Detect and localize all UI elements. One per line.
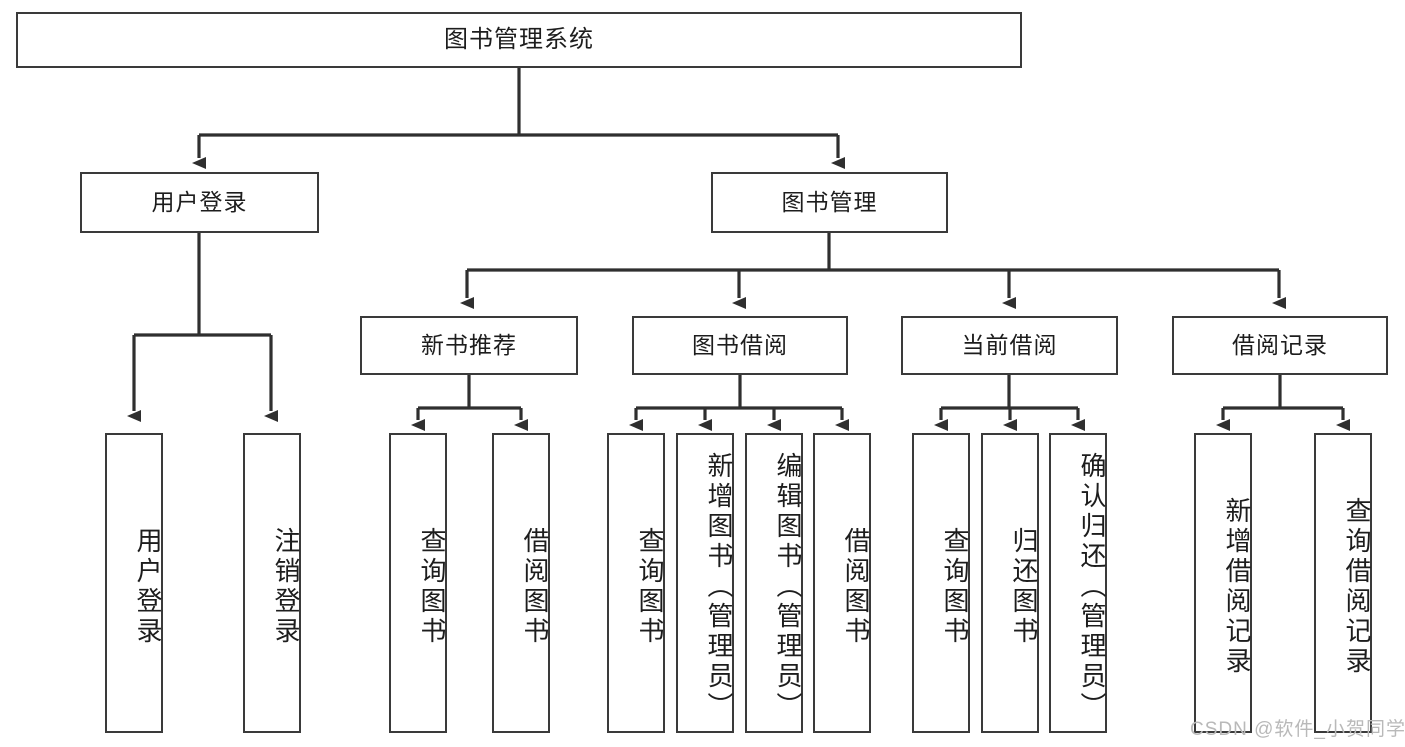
leaf-label: 查询图书 [635,527,665,647]
leaf-label: 用户登录 [133,527,163,647]
leaf-label: 编辑图书（管理员） [773,452,803,722]
node-book-management[interactable]: 图书管理 [711,172,948,233]
leaf-book-borrow-query[interactable]: 查询图书 [607,433,665,733]
leaf-current-borrow-query[interactable]: 查询图书 [912,433,970,733]
leaf-label: 查询图书 [417,527,447,647]
leaf-borrow-record-query[interactable]: 查询借阅记录 [1314,433,1372,733]
leaf-user-login-logout[interactable]: 注销登录 [243,433,301,733]
leaf-book-borrow-add[interactable]: 新增图书（管理员） [676,433,734,733]
leaf-label: 查询图书 [940,527,970,647]
node-book-borrow[interactable]: 图书借阅 [632,316,848,375]
leaf-current-borrow-return[interactable]: 归还图书 [981,433,1039,733]
leaf-new-book-query[interactable]: 查询图书 [389,433,447,733]
leaf-label: 查询借阅记录 [1342,497,1372,677]
leaf-book-borrow-borrow[interactable]: 借阅图书 [813,433,871,733]
leaf-label: 新增借阅记录 [1222,497,1252,677]
node-borrow-record[interactable]: 借阅记录 [1172,316,1388,375]
watermark-text: CSDN @软件_小贺同学 [1190,719,1405,740]
node-current-borrow[interactable]: 当前借阅 [901,316,1118,375]
leaf-borrow-record-add[interactable]: 新增借阅记录 [1194,433,1252,733]
leaf-label: 确认归还（管理员） [1077,452,1107,722]
leaf-label: 归还图书 [1009,527,1039,647]
leaf-current-borrow-confirm-return[interactable]: 确认归还（管理员） [1049,433,1107,733]
leaf-label: 新增图书（管理员） [704,452,734,722]
leaf-new-book-borrow[interactable]: 借阅图书 [492,433,550,733]
leaf-book-borrow-edit[interactable]: 编辑图书（管理员） [745,433,803,733]
node-new-book-recommend[interactable]: 新书推荐 [360,316,578,375]
leaf-label: 借阅图书 [520,527,550,647]
node-root-system[interactable]: 图书管理系统 [16,12,1022,68]
leaf-label: 借阅图书 [841,527,871,647]
node-user-login[interactable]: 用户登录 [80,172,319,233]
leaf-label: 注销登录 [271,527,301,647]
leaf-user-login-signin[interactable]: 用户登录 [105,433,163,733]
